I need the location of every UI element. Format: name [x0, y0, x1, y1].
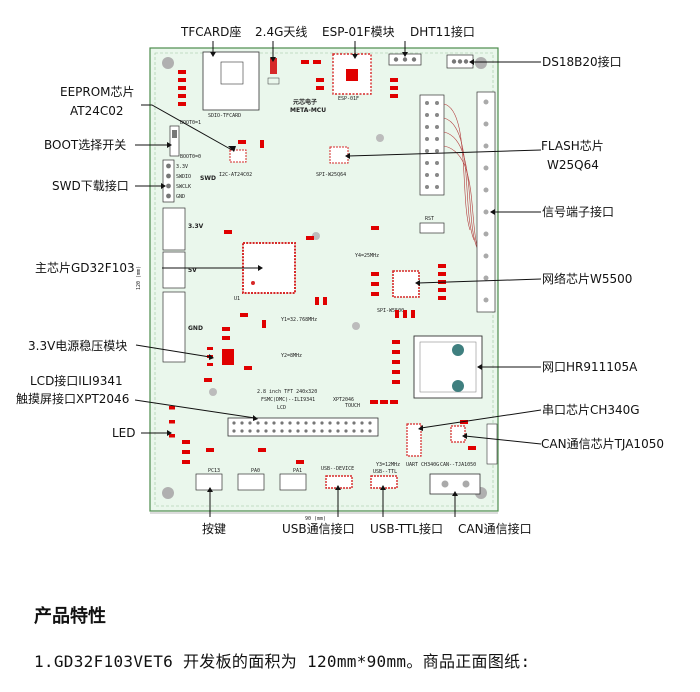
lcd-header	[227, 417, 379, 437]
callout-flash-2: W25Q64	[547, 158, 599, 172]
ch340-chip	[406, 423, 422, 457]
mounting-hole	[162, 57, 174, 69]
spi-w5500-label: SPI-W5500	[377, 308, 404, 314]
led-indicator	[169, 420, 175, 424]
gnd-label: GND	[188, 325, 203, 332]
callout-w5500: 网络芯片W5500	[542, 271, 632, 286]
callout-ldo: 3.3V电源稳压模块	[28, 338, 127, 353]
y4-label: Y4=25MHz	[355, 253, 379, 259]
y2-label: Y2=8MHz	[281, 353, 302, 359]
callout-lcd-2: 触摸屏接口XPT2046	[16, 391, 129, 406]
w5500-chip	[392, 270, 420, 298]
boot1-label: BOOT0=0	[180, 154, 201, 160]
signal-terminal	[476, 91, 496, 313]
callout-dht11: DHT11接口	[410, 24, 475, 39]
swd-pin: SWCLK	[176, 184, 191, 190]
callout-flash-1: FLASH芯片	[541, 139, 604, 153]
key-label: PC13	[208, 468, 220, 474]
rst-label: RST	[425, 216, 434, 222]
callout-eeprom-1: EEPROM芯片	[60, 85, 135, 99]
callout-can-chip: CAN通信芯片TJA1050	[541, 437, 664, 451]
callout-eeprom-2: AT24C02	[70, 104, 124, 118]
usb-device-port	[325, 475, 353, 489]
swd-pin: SWDIO	[176, 174, 191, 180]
boot0-label: BOOT0=1	[180, 120, 201, 126]
callout-signal: 信号端子接口	[542, 204, 614, 219]
ch340-label: UART CH340G	[406, 462, 439, 468]
swd-pin: 3.3V	[176, 164, 188, 170]
can-transceiver	[450, 425, 466, 443]
y3-label: Y3=12MHz	[376, 462, 400, 468]
usb-device-label: USB--DEVICE	[321, 466, 354, 472]
key-button	[195, 473, 223, 491]
key-button	[279, 473, 307, 491]
callout-arrows	[161, 52, 495, 496]
callout-keys: 按键	[202, 522, 226, 536]
pcb-board	[149, 47, 499, 512]
rj45-jack	[413, 335, 483, 399]
callout-can-port: CAN通信接口	[458, 521, 532, 536]
esp-label: ESP-01F	[338, 96, 359, 102]
power-header-5v	[162, 251, 186, 289]
callout-boot: BOOT选择开关	[44, 138, 126, 152]
callout-usb-ttl: USB-TTL接口	[370, 521, 443, 536]
antenna-component	[270, 58, 277, 74]
tfcard-socket	[202, 51, 260, 111]
lcd-title: 2.8 inch TFT 240x320	[257, 389, 317, 395]
led-indicator	[169, 434, 175, 438]
v33-label: 3.3V	[188, 223, 204, 230]
usb-ttl-label: USB--TTL	[373, 469, 397, 475]
usb-ttl-port	[370, 475, 398, 489]
callout-mcu: 主芯片GD32F103	[35, 261, 135, 275]
can-tja-label: CAN--TJA1050	[440, 462, 476, 468]
v5-label: 5V	[188, 267, 197, 274]
callout-led: LED	[112, 426, 136, 440]
callout-lines	[134, 41, 542, 517]
callout-lcd-1: LCD接口ILI9341	[30, 373, 123, 388]
sd-label: SDIO-TFCARD	[208, 113, 241, 119]
callout-tfcard: TFCARD座	[180, 24, 241, 39]
power-header-gnd	[162, 291, 186, 363]
mounting-hole	[475, 57, 487, 69]
swd-pin: GND	[176, 194, 185, 200]
callout-ch340: 串口芯片CH340G	[542, 403, 640, 417]
section-heading: 产品特性	[34, 606, 106, 627]
ldo-regulator	[222, 349, 234, 365]
callout-ds18b20: DS18B20接口	[542, 54, 622, 69]
mounting-hole	[162, 487, 174, 499]
lcd-sub: FSMC(DMC)--ILI9341	[261, 397, 315, 403]
callout-esp: ESP-01F模块	[322, 25, 395, 39]
y1-label: Y1=32.768MHz	[281, 317, 317, 323]
callout-antenna: 2.4G天线	[255, 25, 307, 39]
reset-button	[419, 222, 445, 234]
feature-line: 1.GD32F103VET6 开发板的面积为 120mm*90mm。商品正面图纸…	[34, 652, 531, 671]
led-indicator	[169, 406, 175, 410]
power-header-33v	[162, 207, 186, 251]
touch-label: TOUCH	[345, 403, 360, 409]
lcd-tag: LCD	[277, 405, 286, 411]
brand-cn: 元芯电子	[293, 98, 317, 106]
key-label: PA1	[293, 468, 302, 474]
boot-switch	[169, 125, 180, 157]
key-button	[237, 473, 265, 491]
gpio-header	[419, 94, 445, 196]
swd-header	[162, 159, 175, 203]
key-label: PA0	[251, 468, 260, 474]
callout-swd: SWD下载接口	[52, 178, 129, 193]
swd-tag: SWD	[200, 175, 216, 182]
eeprom-chip	[229, 149, 247, 163]
can-side-header	[486, 423, 498, 465]
eeprom-label: I2C-AT24C02	[219, 172, 252, 178]
callout-usb: USB通信接口	[282, 521, 355, 536]
dim-height: 120 (mm)	[136, 266, 142, 290]
brand-en: META-MCU	[290, 107, 326, 114]
dim-width: 90 (mm)	[305, 516, 326, 522]
mcu-ref: U1	[234, 296, 240, 302]
flash-chip	[329, 146, 349, 164]
xpt-label: XPT2046	[333, 397, 354, 403]
spi-label: SPI-W25Q64	[316, 172, 346, 178]
callout-rj45: 网口HR911105A	[542, 360, 638, 374]
board-diagram: SDIO-TFCARD ESP-01F 元芯电子 META-MCU I2C-AT…	[16, 24, 664, 536]
